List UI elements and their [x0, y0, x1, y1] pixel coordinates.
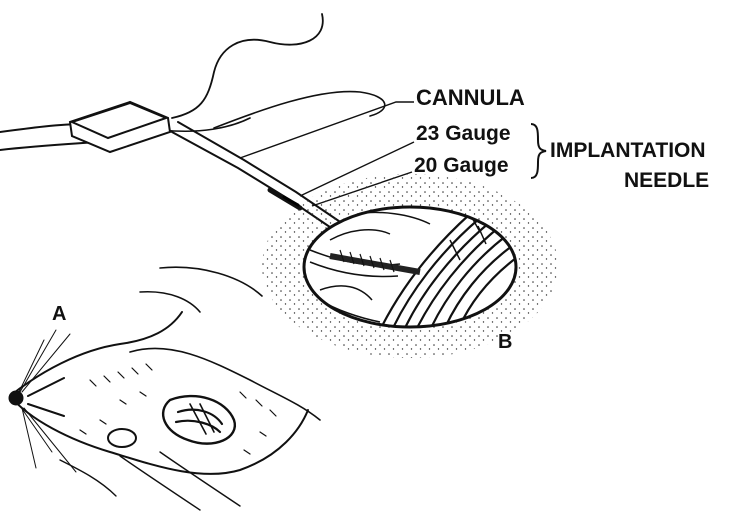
panel-a-label: A	[52, 303, 66, 325]
gauge-23-label: 23 Gauge	[416, 122, 511, 145]
implantation-label: IMPLANTATION	[550, 139, 706, 162]
needle-label: NEEDLE	[624, 169, 709, 192]
bracket-icon	[531, 124, 546, 178]
wound-b	[262, 174, 558, 358]
cannula-label: CANNULA	[416, 85, 525, 110]
gauge-20-label: 20 Gauge	[414, 154, 509, 177]
panel-b-label: B	[498, 331, 512, 353]
hub-block	[70, 102, 170, 152]
